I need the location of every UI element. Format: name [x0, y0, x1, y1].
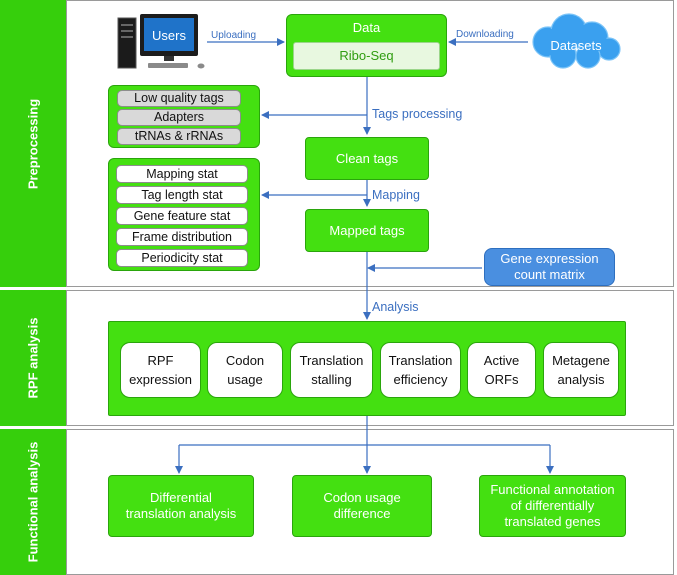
box-differential-translation-line2: translation analysis	[125, 506, 237, 521]
filter-adapters: Adapters	[117, 109, 241, 126]
stat-frame-distribution: Frame distribution	[116, 228, 248, 246]
module-metagene-analysis-line1: Metagene	[552, 353, 610, 368]
box-functional-annotation-line2: of differentially	[510, 498, 595, 513]
module-rpf-expression: RPF expression	[120, 342, 201, 398]
data-title: Data	[352, 20, 381, 35]
ribo-seq-item: Ribo-Seq	[293, 42, 440, 70]
module-codon-usage: Codon usage	[207, 342, 283, 398]
section-rpf-analysis: RPF analysis	[0, 290, 66, 426]
module-metagene-analysis: Metagene analysis	[543, 342, 619, 398]
downloading-label: Downloading	[456, 29, 514, 40]
datasets-label: Datasets	[550, 38, 602, 53]
module-active-orfs-line1: Active	[483, 353, 520, 368]
section-functional-analysis: Functional analysis	[0, 429, 66, 575]
stat-gene-feature: Gene feature stat	[116, 207, 248, 225]
gene-expression-line1: Gene expression	[500, 251, 599, 266]
tags-processing-label: Tags processing	[372, 107, 463, 121]
module-codon-usage-line1: Codon	[225, 353, 265, 368]
stat-periodicity: Periodicity stat	[116, 249, 248, 267]
module-translation-efficiency-line1: Translation	[388, 353, 453, 368]
section-preprocessing: Preprocessing	[0, 0, 66, 287]
module-rpf-expression-line1: RPF	[147, 353, 174, 368]
rpf-panel	[66, 290, 674, 426]
box-codon-usage-difference-line2: difference	[333, 506, 391, 521]
computer-icon	[117, 14, 205, 69]
module-translation-stalling-line2: stalling	[311, 372, 352, 387]
stats-group: Mapping stat Tag length stat Gene featur…	[108, 158, 260, 271]
gene-expression-box: Gene expression count matrix	[484, 248, 615, 286]
clean-tags-box: Clean tags	[305, 137, 429, 180]
analysis-label: Analysis	[372, 300, 419, 314]
module-translation-efficiency: Translation efficiency	[380, 342, 461, 398]
stat-mapping: Mapping stat	[116, 165, 248, 183]
box-differential-translation-line1: Differential	[150, 490, 212, 505]
module-rpf-expression-line2: expression	[129, 372, 192, 387]
users-label: Users	[152, 28, 186, 43]
module-translation-efficiency-line2: efficiency	[393, 372, 448, 387]
module-translation-stalling-line1: Translation	[299, 353, 364, 368]
module-translation-stalling: Translation stalling	[290, 342, 373, 398]
preprocessing-panel	[66, 0, 674, 287]
mapped-tags-box: Mapped tags	[305, 209, 429, 252]
filters-group: Low quality tags Adapters tRNAs & rRNAs	[108, 85, 260, 148]
uploading-label: Uploading	[211, 30, 257, 41]
box-codon-usage-difference-line1: Codon usage	[323, 490, 401, 505]
stat-tag-length: Tag length stat	[116, 186, 248, 204]
box-functional-annotation-line3: translated genes	[504, 514, 601, 529]
module-active-orfs-line2: ORFs	[484, 372, 519, 387]
filter-low-quality: Low quality tags	[117, 90, 241, 107]
mapping-label: Mapping	[372, 188, 420, 202]
module-metagene-analysis-line2: analysis	[557, 372, 605, 387]
data-box: Data Ribo-Seq	[286, 14, 447, 77]
gene-expression-line2: count matrix	[514, 267, 585, 282]
module-codon-usage-line2: usage	[227, 372, 263, 387]
filter-trna-rrna: tRNAs & rRNAs	[117, 128, 241, 145]
box-functional-annotation-line1: Functional annotation	[490, 482, 615, 497]
